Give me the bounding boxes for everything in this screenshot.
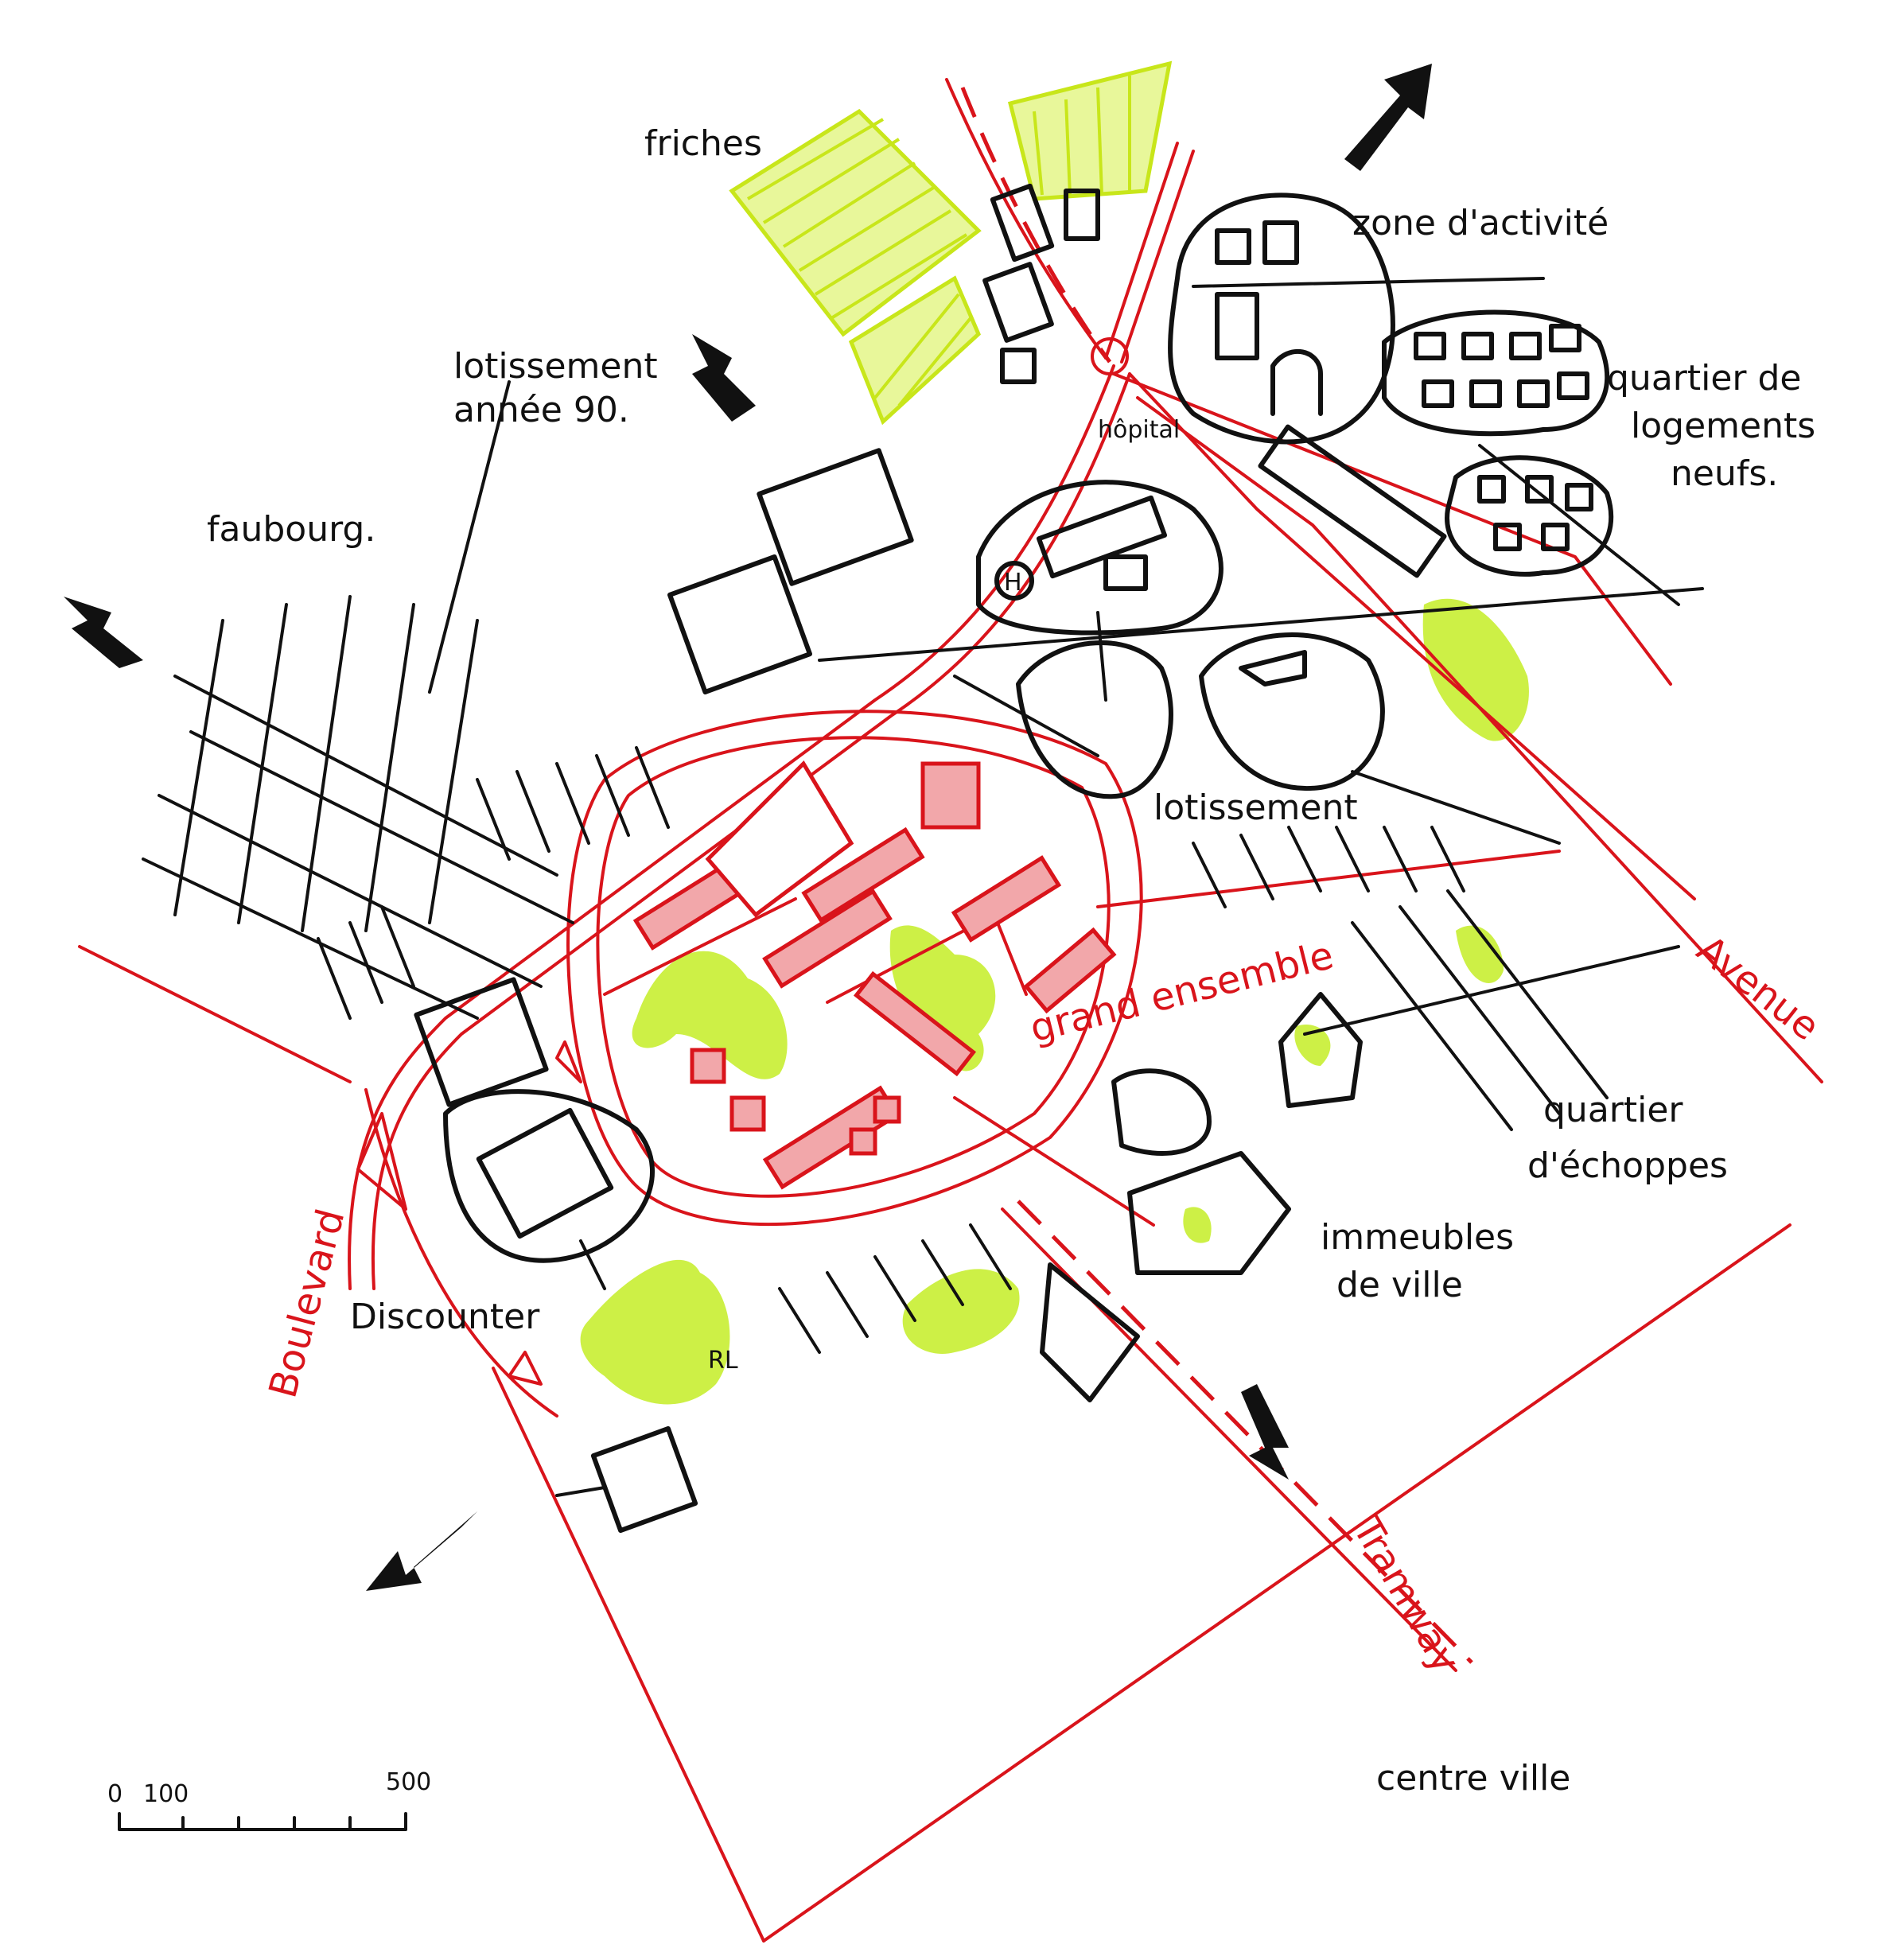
buildings — [414, 183, 1614, 1534]
arrow-southwest-icon — [366, 1511, 477, 1591]
label-quartier-echoppes-l1: quartier — [1543, 1090, 1683, 1130]
hospital-symbol: H — [1004, 569, 1022, 597]
label-centre-ville: centre ville — [1376, 1758, 1570, 1799]
arrow-southeast-icon — [1241, 1384, 1289, 1480]
direction-arrows — [64, 64, 1432, 1591]
label-boulevard: Boulevard — [260, 1204, 353, 1402]
connectors — [428, 380, 1107, 1497]
friches-fields — [729, 60, 1173, 426]
arrow-west-icon — [64, 597, 143, 668]
green-spaces — [580, 598, 1529, 1405]
label-quartier-logements-l1: quartier de — [1607, 358, 1802, 399]
hatching — [142, 277, 1704, 1354]
label-avenue: Avenue — [1689, 927, 1828, 1049]
label-lotissement-annee90-l1: lotissement — [453, 346, 658, 387]
label-immeubles-l2: de ville — [1336, 1265, 1463, 1305]
label-quartier-logements-l2: logements — [1631, 406, 1815, 446]
label-faubourg: faubourg. — [207, 509, 375, 550]
arrow-northwest-icon — [692, 334, 756, 422]
scale-tick-0: 0 — [107, 1780, 123, 1808]
label-rl: RL — [708, 1347, 738, 1375]
grand-ensemble-blocks — [632, 760, 1117, 1190]
scale-bar: 0 100 500 — [107, 1768, 431, 1831]
scale-tick-500: 500 — [386, 1768, 431, 1796]
label-lotissement: lotissement — [1153, 788, 1358, 828]
label-quartier-logements-l3: neufs. — [1671, 453, 1778, 494]
scale-tick-100: 100 — [143, 1780, 189, 1808]
friches-hatching — [746, 76, 1131, 407]
arrow-northeast-icon — [1344, 64, 1432, 171]
label-friches: friches — [644, 123, 762, 164]
label-lotissement-annee90-l2: année 90. — [453, 390, 629, 430]
label-discounter: Discounter — [350, 1297, 540, 1337]
label-tramway: Tramway — [1344, 1509, 1469, 1680]
label-hopital: hôpital — [1098, 416, 1180, 444]
label-quartier-echoppes-l2: d'échoppes — [1527, 1145, 1728, 1186]
label-immeubles-l1: immeubles — [1321, 1217, 1514, 1258]
label-zone-activite: zone d'activité — [1352, 203, 1609, 243]
